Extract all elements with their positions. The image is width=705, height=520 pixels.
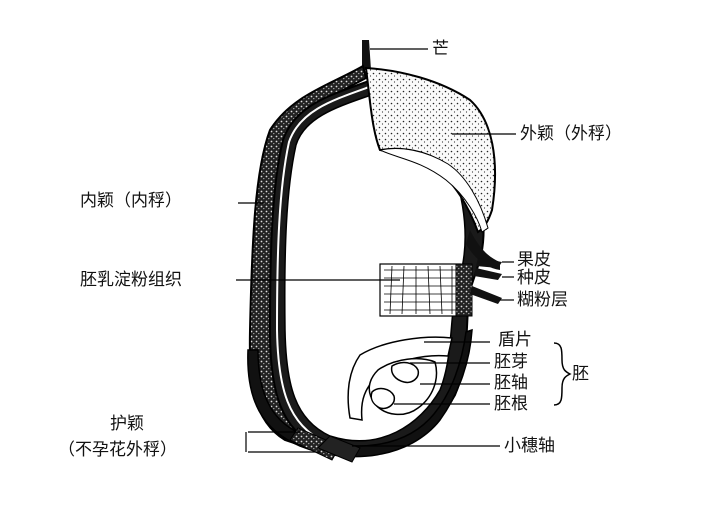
awn-shape [362, 40, 371, 70]
label-plumule: 胚芽 [494, 352, 528, 372]
radicle-shape [370, 387, 396, 410]
label-glume-line2: （不孕花外稃） [58, 440, 177, 460]
hull-right-edge [466, 230, 500, 270]
label-seed-coat: 种皮 [517, 268, 551, 288]
label-embryo: 胚 [572, 364, 589, 384]
label-lemma: 外颖（外稃） [520, 124, 622, 144]
embryo-brace [553, 342, 572, 406]
label-endosperm: 胚乳淀粉组织 [80, 270, 182, 290]
pericarp-tuft [476, 258, 502, 268]
label-palea: 内颖（内稃） [80, 191, 182, 211]
label-radicle: 胚根 [494, 394, 528, 414]
aleurone-tuft [470, 286, 502, 304]
seedcoat-tuft [474, 268, 502, 280]
rachilla-shape [317, 435, 361, 463]
starch-tissue-block [379, 263, 473, 317]
seed-coat-line [275, 85, 373, 443]
label-aleurone: 糊粉层 [517, 290, 568, 310]
label-glume-line1: 护颖 [110, 414, 144, 434]
plumule-shape [390, 361, 420, 384]
label-hypocotyl: 胚轴 [494, 373, 528, 393]
leader-lines [236, 48, 516, 453]
label-awn: 芒 [432, 39, 449, 59]
label-rachilla: 小穗轴 [504, 436, 555, 456]
label-scutellum: 盾片 [498, 330, 532, 350]
lemma-white-edge [378, 148, 489, 233]
label-pericarp: 果皮 [517, 250, 551, 270]
